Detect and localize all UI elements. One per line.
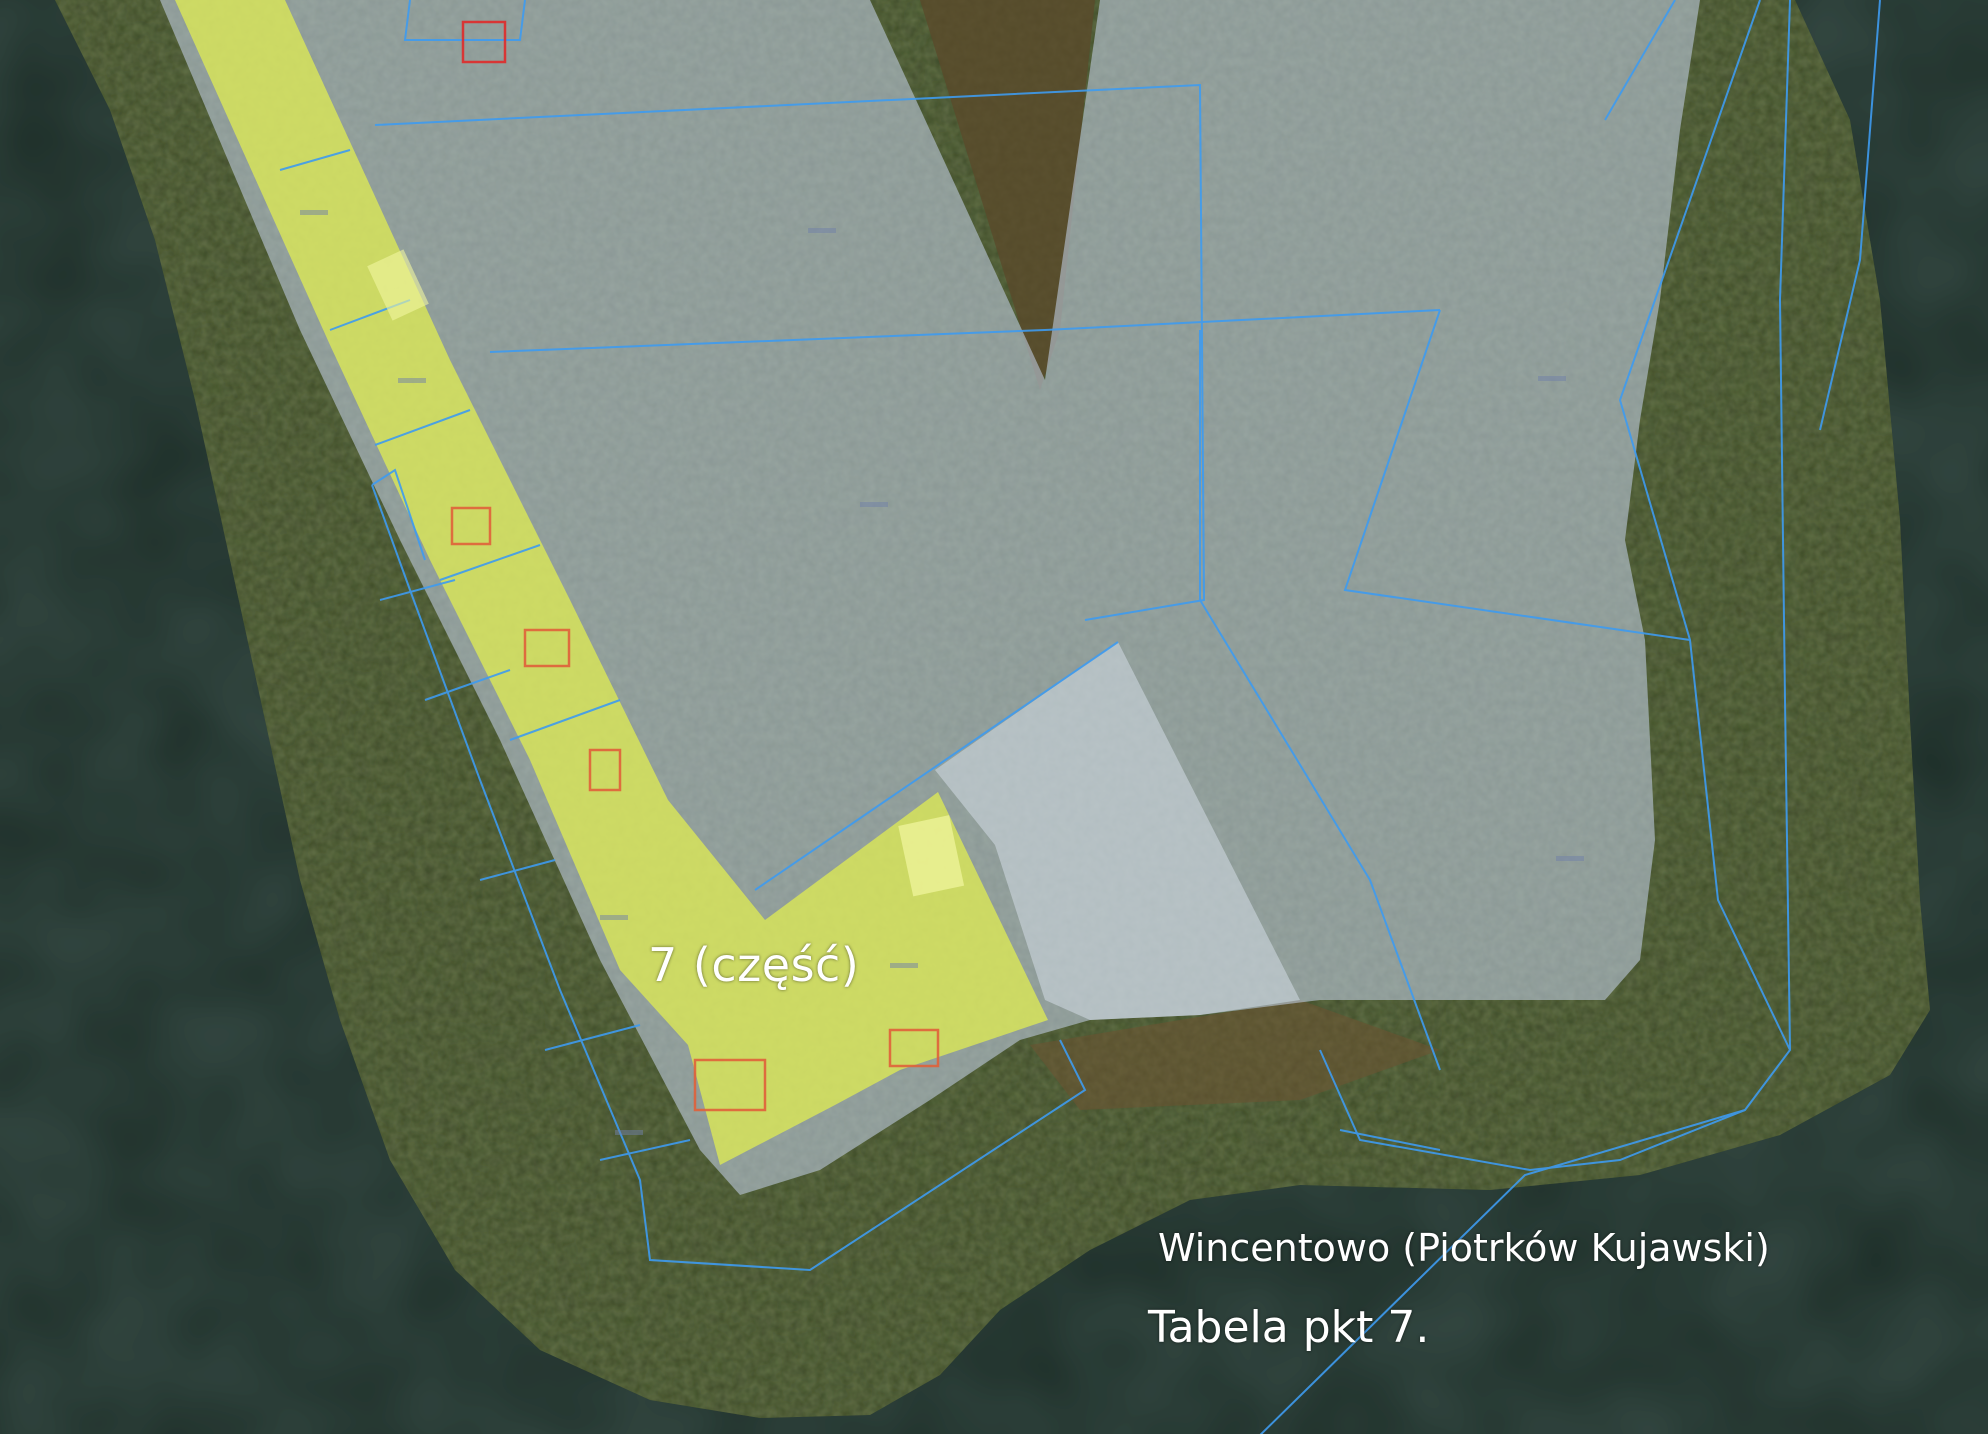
- building-outline: [523, 628, 571, 668]
- bottom-edge: [0, 1434, 1988, 1440]
- building-outline: [693, 1058, 767, 1112]
- parcel-number-mark: [615, 1130, 643, 1135]
- parcel-line: [424, 669, 511, 701]
- parcel-line: [371, 484, 1087, 1272]
- parcel-line: [599, 1139, 691, 1161]
- parcel-number-mark: [890, 963, 918, 968]
- parcel-line: [1819, 0, 1881, 431]
- cadastral-lines: [279, 0, 1881, 1444]
- brown-shore-strip: [1030, 1000, 1440, 1110]
- parcel-line: [754, 641, 1119, 891]
- building-outline: [461, 20, 507, 64]
- highlighted-area-label: 7 (część): [648, 938, 860, 992]
- building-outlines: [450, 20, 940, 1112]
- light-pad: [898, 815, 965, 897]
- parcel-line: [1343, 309, 1691, 641]
- parcel-number-mark: [398, 378, 426, 383]
- parcel-line: [1199, 330, 1441, 1071]
- bare-field: [935, 642, 1300, 1020]
- parcel-number-mark: [860, 502, 888, 507]
- building-outline: [450, 506, 492, 546]
- parcel-line: [1604, 0, 1676, 121]
- parcel-line: [379, 579, 456, 601]
- parcel-number-mark: [300, 210, 328, 215]
- parcel-line: [371, 468, 426, 561]
- parcel-line: [374, 83, 1206, 621]
- brown-field-strip: [920, 0, 1095, 390]
- building-outline: [888, 1028, 940, 1068]
- light-pad: [367, 249, 429, 321]
- location-label: Wincentowo (Piotrków Kujawski): [1158, 1226, 1770, 1270]
- parcel-line: [1319, 0, 1792, 1172]
- parcel-number-marks: [300, 210, 1584, 1135]
- table-reference-label: Tabela pkt 7.: [1148, 1302, 1430, 1353]
- parcel-line: [1778, 0, 1791, 1051]
- parcel-line: [439, 544, 541, 581]
- parcel-line: [1339, 1129, 1441, 1151]
- parcel-line: [1249, 1109, 1746, 1444]
- planned-area-overlay: [160, 0, 1700, 1195]
- parcel-number-mark: [1538, 376, 1566, 381]
- parcel-line: [279, 149, 351, 171]
- parcel-number-mark: [808, 228, 836, 233]
- parcel-line: [489, 309, 1441, 353]
- parcel-number-mark: [1556, 856, 1584, 861]
- parcel-line: [374, 409, 471, 446]
- building-outline: [588, 748, 622, 792]
- parcel-line: [544, 1024, 641, 1051]
- parcel-number-mark: [600, 915, 628, 920]
- parcel-line: [509, 699, 621, 741]
- parcel-line: [479, 859, 556, 881]
